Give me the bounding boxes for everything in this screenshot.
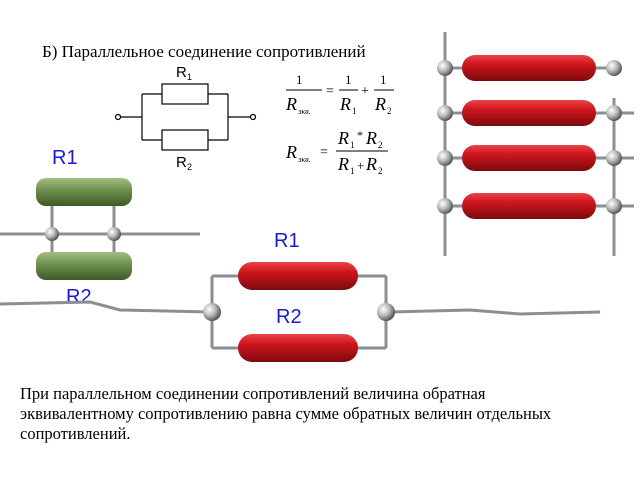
resistor-ladder-photo [437,32,634,256]
slide-title: Б) Параллельное соединение сопротивлений [42,42,366,61]
svg-text:=: = [320,145,328,160]
svg-text:R: R [337,154,349,174]
svg-text:+: + [357,158,364,173]
schematic-r1 [161,83,209,105]
green-resistor-r1 [36,178,132,206]
svg-text:R: R [365,154,377,174]
green-resistors-photo [0,178,200,280]
formula-equivalent: R экв. = R 1 * R 2 R 1 + R 2 [285,128,388,176]
center-resistor-r1 [238,262,358,290]
svg-text:=: = [326,84,334,99]
ladder-resistor-3 [437,145,622,171]
svg-text:R: R [337,128,349,148]
svg-text:1: 1 [296,72,303,87]
svg-text:2: 2 [187,162,192,172]
svg-text:*: * [357,128,363,142]
terminal-left [114,113,122,121]
parallel-circuit-photo [0,262,601,362]
schematic-r2-label: R [176,154,187,171]
terminal-right [249,113,257,121]
svg-text:экв.: экв. [298,107,311,116]
svg-text:1: 1 [380,72,387,87]
ladder-resistor-1 [437,55,622,81]
svg-text:экв.: экв. [298,155,311,164]
center-resistor-r2 [238,334,358,362]
ladder-resistor-2 [437,100,622,126]
svg-text:2: 2 [378,166,383,176]
green-resistor-r2 [36,252,132,280]
svg-text:2: 2 [387,106,392,116]
formula-reciprocal: 1 R экв. = 1 R 1 + 1 R 2 [285,72,394,116]
ladder-resistor-4 [437,193,622,219]
schematic-r2 [161,129,209,151]
svg-text:R: R [374,94,386,114]
svg-text:1: 1 [345,72,352,87]
svg-text:R: R [285,142,297,162]
left-r1-label: R1 [52,147,78,169]
svg-text:1: 1 [350,140,355,150]
center-r1-label: R1 [274,230,300,252]
center-r2-label: R2 [276,306,302,328]
svg-text:R: R [339,94,351,114]
svg-text:1: 1 [352,106,357,116]
parallel-schematic: R 1 R 2 [114,64,257,172]
svg-text:1: 1 [187,72,192,82]
svg-text:2: 2 [378,140,383,150]
svg-text:1: 1 [350,166,355,176]
svg-text:R: R [285,94,297,114]
schematic-r1-label: R [176,64,187,81]
svg-text:R: R [365,128,377,148]
explanation-text: При параллельном соединении сопротивлени… [20,384,552,443]
svg-text:+: + [361,84,369,99]
